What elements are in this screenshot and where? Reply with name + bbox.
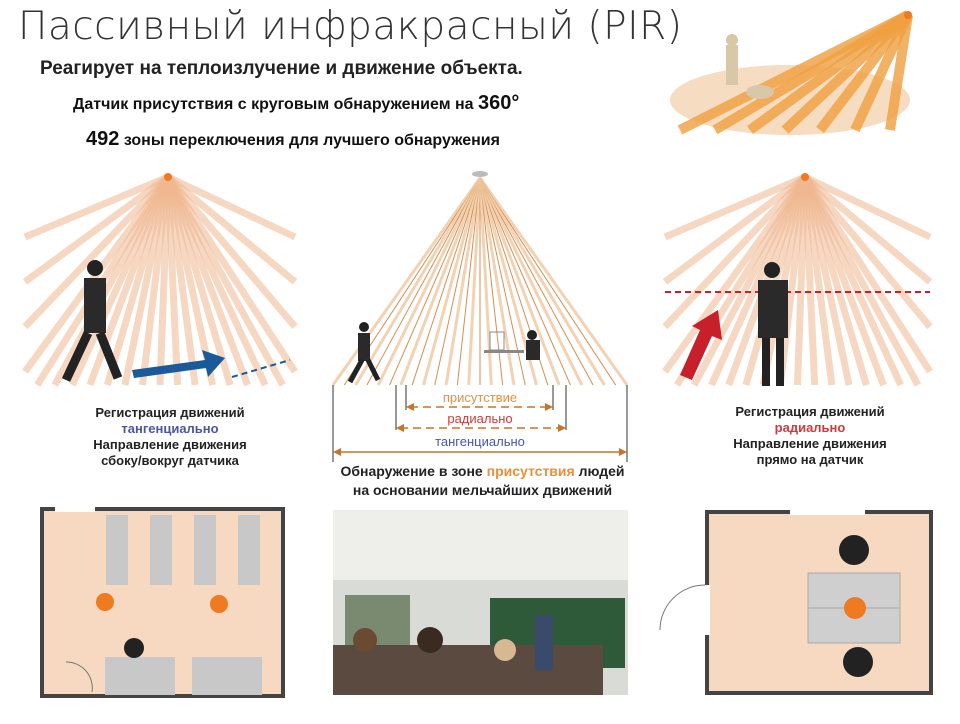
dog-icon [746,85,774,99]
person-icon [124,638,144,658]
person-icon [843,647,873,677]
detection-ray [802,175,933,374]
person-icon [726,45,738,85]
detection-ray [816,11,912,134]
detection-ray [165,174,298,329]
detection-ray [399,177,482,386]
page-title: Пассивный инфракрасный (PIR) [18,4,683,49]
caption-highlight: присутствия [486,463,575,479]
detection-ray [165,175,298,374]
label-presence: присутствие [442,390,518,405]
detection-ray [479,177,571,386]
subtitle: Реагирует на теплоизлучение и движение о… [40,58,523,79]
caption-line: Обнаружение в зоне присутствия людей [320,462,645,481]
left-caption: Регистрация движений тангенциально Напра… [60,405,280,469]
detection-ray [22,174,171,285]
detection-ray [22,174,171,330]
detection-ray [663,173,807,241]
walking-person-icon [347,322,381,384]
walking-person-icon [61,260,123,382]
desk-worker-icon [484,330,540,360]
detection-ray [885,14,913,131]
classroom-photo [333,510,628,695]
detection-ray [479,177,594,386]
top-right-illustration [670,10,913,135]
detection-ray [354,177,482,386]
sensor-icon [472,171,488,177]
red-arrow-icon [680,310,722,380]
sensor-icon [801,173,809,181]
detection-ray [662,174,808,330]
detection-ray [803,173,932,241]
caption-line: сбоку/вокруг датчика [101,453,239,468]
radial-fan [662,173,933,387]
feature-360: Датчик присутствия с круговым обнаружени… [73,92,519,115]
detection-ray [165,174,298,285]
zones-text: зоны переключения для лучшего обнаружени… [119,132,500,149]
detection-ray [389,177,481,386]
detection-ray [166,173,297,241]
caption-line: прямо на датчик [756,452,864,467]
sensor-icon [904,11,912,19]
caption-line: на основании мельчайших движений [352,482,613,498]
person-icon [839,535,869,565]
caption-part: людей [574,463,625,479]
detection-ray [478,177,606,386]
label-radial: радиально [447,411,513,426]
zones-value: 492 [86,128,120,150]
detection-ray [456,177,481,386]
detection-ray [444,177,482,386]
right-caption: Регистрация движений радиально Направлен… [700,404,920,468]
detection-ray [411,177,481,386]
detection-ray [802,174,933,285]
caption-line: Направление движения [93,437,247,452]
detection-ray [331,177,482,386]
detection-ray [478,177,561,386]
detection-ray [850,12,913,133]
detection-ray [366,177,481,386]
detection-ray [662,174,808,285]
caption-part: Обнаружение в зоне [340,463,487,479]
blue-arrow-icon [132,350,225,378]
detection-ray [802,174,933,329]
label-tangential: тангенциально [435,434,525,449]
floorplan-office [659,510,933,695]
caption-mode: тангенциально [121,421,219,436]
detection-ray [376,177,482,386]
detection-ray [434,177,481,386]
caption-line: Направление движения [733,436,887,451]
detection-ray [467,177,482,386]
tangential-fan [22,173,298,387]
caption-line: Регистрация движений [735,404,885,419]
caption-mode: радиально [774,420,846,435]
detection-ray [23,173,170,241]
caption-line: Регистрация движений [95,405,245,420]
detection-ray [478,177,629,386]
feature-text: Датчик присутствия с круговым обнаружени… [73,96,478,113]
presence-cone [331,177,629,386]
sensor-icon [164,173,172,181]
detection-ray [479,177,617,386]
feature-zones: 492 зоны переключения для лучшего обнару… [86,128,500,151]
center-caption: Обнаружение в зоне присутствия людей на … [320,462,645,500]
detection-ray [478,177,584,386]
standing-person-icon [758,262,788,386]
feature-value: 360° [478,92,520,114]
detection-ray [422,177,482,386]
floorplan-classroom [40,507,285,698]
